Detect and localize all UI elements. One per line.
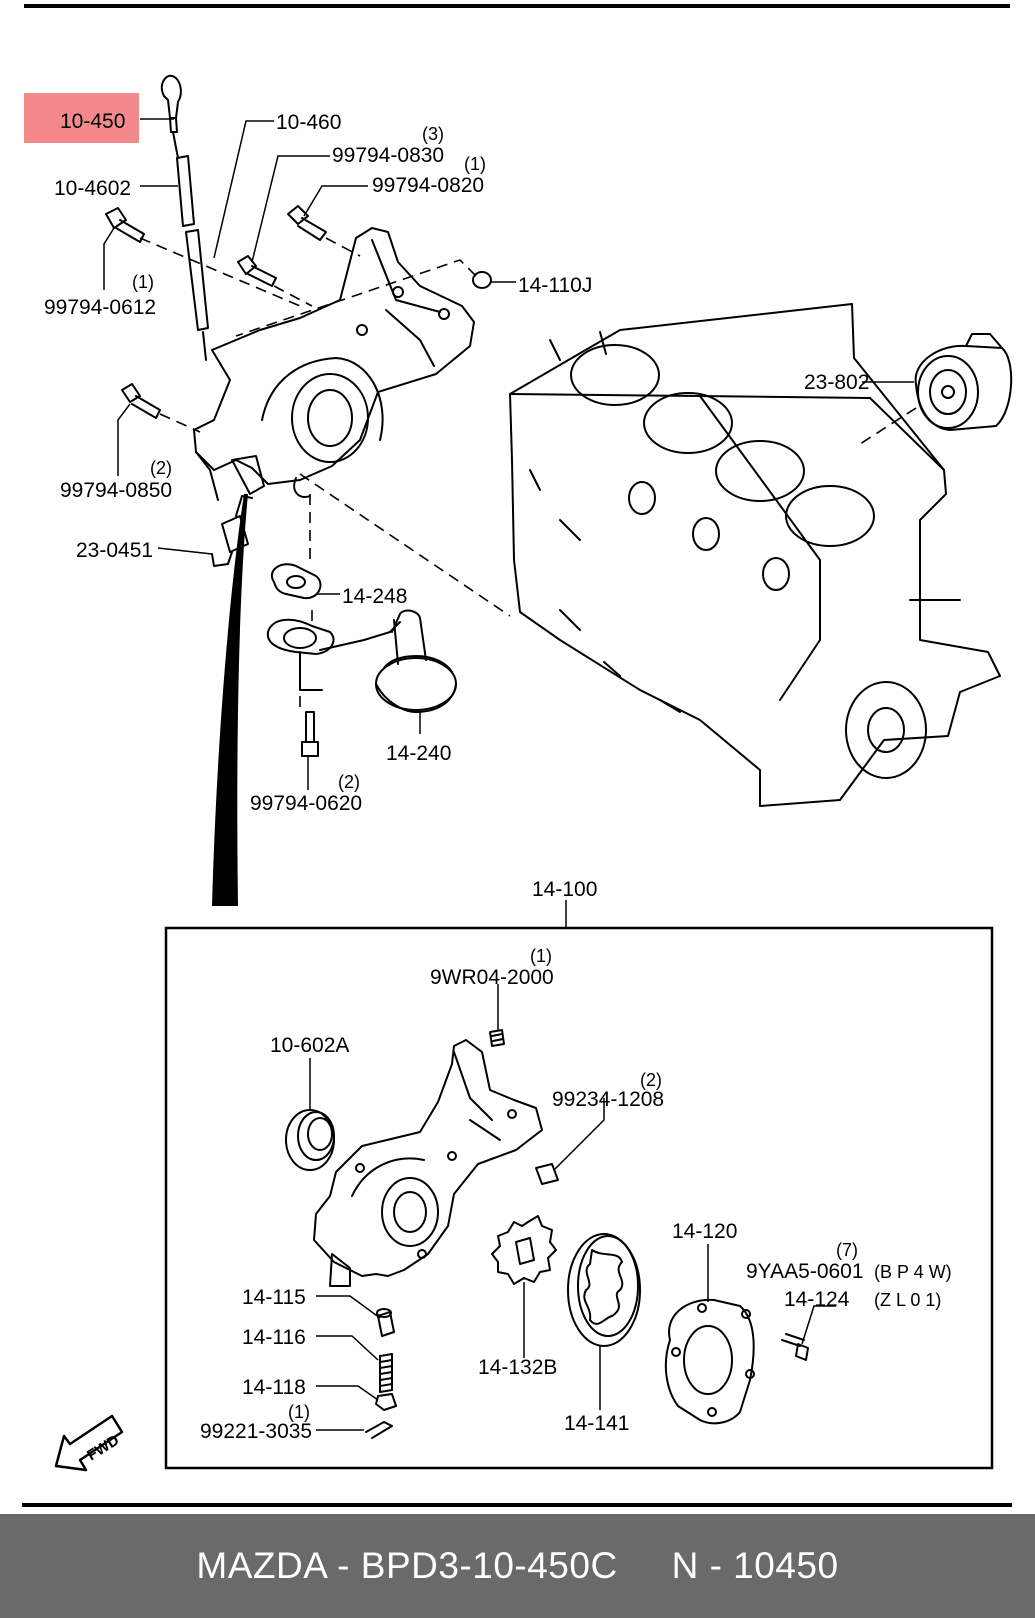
label-14-248: 14-248 — [342, 585, 407, 608]
outer-rotor-14-141 — [567, 1233, 641, 1347]
cotter-pin-99221-3035 — [365, 1421, 393, 1439]
label-14-100: 14-100 — [532, 878, 597, 901]
pump-cover-14-120 — [664, 1298, 755, 1425]
relief-valve-plunger-14-115 — [376, 1308, 395, 1337]
parts-diagram: FWD 10-450 10-460 10-4602 (3) 99794-0830… — [22, 4, 1013, 1507]
label-bp4w: (B P 4 W) — [874, 1262, 952, 1282]
label-10-4602: 10-4602 — [54, 177, 131, 200]
highlight-box — [24, 93, 139, 143]
qty-99221-3035: (1) — [288, 1402, 310, 1422]
qty-99794-0830: (3) — [422, 124, 444, 144]
label-14-124: 14-124 — [784, 1288, 850, 1311]
qty-99794-0620: (2) — [338, 772, 360, 792]
screw-14-124 — [781, 1333, 809, 1361]
label-14-110J: 14-110J — [518, 274, 592, 297]
footer-bar: MAZDA - BPD3-10-450C N - 10450 — [0, 1514, 1035, 1618]
dashed-assembly-lines — [139, 237, 917, 708]
label-14-240: 14-240 — [386, 742, 451, 765]
qty-9WR04-2000: (1) — [530, 946, 552, 966]
bolt-99794-0850 — [121, 383, 161, 419]
part-number-caption: MAZDA - BPD3-10-450C N - 10450 — [196, 1545, 839, 1586]
oil-filter-23-802 — [914, 333, 1013, 431]
label-zl01: (Z L 0 1) — [874, 1290, 941, 1310]
label-14-115: 14-115 — [242, 1286, 306, 1309]
bolt-99794-0620 — [301, 711, 319, 757]
label-14-120: 14-120 — [672, 1220, 737, 1243]
set-screw-9WR04-2000 — [489, 1029, 505, 1047]
label-14-141: 14-141 — [564, 1412, 629, 1435]
label-9YAA5-0601: 9YAA5-0601 — [746, 1260, 864, 1283]
highlight-label: 10-450 — [60, 110, 125, 133]
label-10-602A: 10-602A — [270, 1034, 349, 1057]
label-14-116: 14-116 — [242, 1326, 306, 1349]
label-14-132B: 14-132B — [478, 1356, 557, 1379]
qty-99794-0612: (1) — [132, 272, 154, 292]
strainer-14-240 — [266, 609, 457, 713]
label-99794-0620: 99794-0620 — [250, 792, 362, 815]
dipstick-drawing — [160, 74, 209, 361]
label-10-460: 10-460 — [276, 111, 341, 134]
inner-rotor-14-132B — [491, 1215, 557, 1285]
label-9WR04-2000: 9WR04-2000 — [430, 966, 554, 989]
bolt-99794-0612 — [105, 207, 145, 243]
label-99794-0612: 99794-0612 — [44, 296, 156, 319]
label-99794-0820: 99794-0820 — [372, 174, 484, 197]
fwd-arrow-icon: FWD — [54, 1414, 124, 1472]
oil-pump-housing-detail — [313, 1039, 543, 1287]
qty-99794-0850: (2) — [150, 458, 172, 478]
pointer-wedge — [212, 494, 248, 906]
label-14-118: 14-118 — [242, 1376, 306, 1399]
label-99234-1208: 99234-1208 — [552, 1088, 664, 1111]
bolt-99794-0820 — [287, 205, 327, 241]
sensor-23-0451 — [211, 495, 253, 567]
qty-99794-0820: (1) — [464, 154, 486, 174]
label-99221-3035: 99221-3035 — [200, 1420, 312, 1443]
label-99794-0850: 99794-0850 — [60, 479, 172, 502]
oil-pump-upper-drawing — [193, 227, 475, 501]
relief-valve-spring-14-116 — [379, 1353, 393, 1393]
bolt-99794-0830 — [237, 255, 277, 287]
o-ring-14-110J — [472, 271, 492, 289]
engine-block-drawing — [509, 303, 1001, 807]
plug-14-118 — [375, 1393, 397, 1411]
label-99794-0830: 99794-0830 — [332, 144, 444, 167]
pin-99234-1208 — [535, 1163, 559, 1185]
qty-9YAA5-0601: (7) — [836, 1240, 858, 1260]
qty-99234-1208: (2) — [640, 1070, 662, 1090]
leader-lines-upper — [103, 118, 914, 790]
label-23-802: 23-802 — [804, 371, 869, 394]
gasket-14-248 — [271, 563, 322, 600]
oil-seal-10-602A — [285, 1109, 335, 1171]
label-23-0451: 23-0451 — [76, 539, 153, 562]
leader-lines-lower — [309, 984, 836, 1431]
detail-box-14-100 — [164, 926, 994, 1470]
